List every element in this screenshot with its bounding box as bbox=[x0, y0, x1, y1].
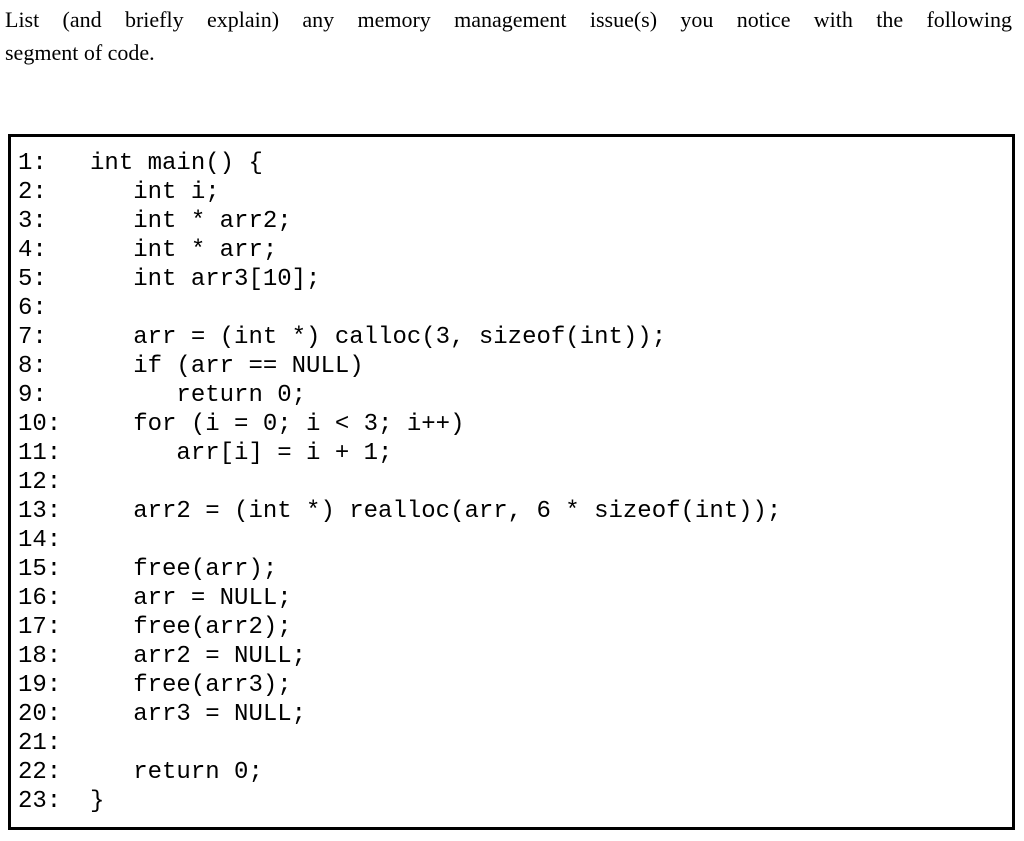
code-line: 18: arr2 = NULL; bbox=[18, 643, 307, 670]
code-line: 15: free(arr); bbox=[18, 556, 278, 583]
question-text: List (and briefly explain) any memory ma… bbox=[5, 3, 1012, 69]
question-text-line1: List (and briefly explain) any memory ma… bbox=[5, 7, 1012, 32]
code-listing: 1: int main() {2: int i;3: int * arr2;4:… bbox=[11, 137, 1012, 816]
code-line: 5: int arr3[10]; bbox=[18, 266, 321, 293]
code-line: 6: bbox=[18, 295, 47, 322]
code-line: 10: for (i = 0; i < 3; i++) bbox=[18, 411, 465, 438]
code-box: 1: int main() {2: int i;3: int * arr2;4:… bbox=[8, 134, 1015, 830]
question-text-line2: segment of code. bbox=[5, 40, 155, 65]
code-line: 2: int i; bbox=[18, 179, 220, 206]
code-line: 21: bbox=[18, 730, 62, 757]
code-line: 17: free(arr2); bbox=[18, 614, 292, 641]
code-line: 12: bbox=[18, 469, 62, 496]
code-line: 7: arr = (int *) calloc(3, sizeof(int)); bbox=[18, 324, 667, 351]
code-line: 14: bbox=[18, 527, 62, 554]
code-line: 22: return 0; bbox=[18, 759, 263, 786]
code-line: 19: free(arr3); bbox=[18, 672, 292, 699]
code-line: 1: int main() { bbox=[18, 150, 263, 177]
code-line: 11: arr[i] = i + 1; bbox=[18, 440, 393, 467]
code-line: 3: int * arr2; bbox=[18, 208, 292, 235]
code-line: 8: if (arr == NULL) bbox=[18, 353, 364, 380]
code-line: 4: int * arr; bbox=[18, 237, 278, 264]
code-line: 20: arr3 = NULL; bbox=[18, 701, 307, 728]
code-line: 13: arr2 = (int *) realloc(arr, 6 * size… bbox=[18, 498, 782, 525]
code-line: 9: return 0; bbox=[18, 382, 307, 409]
code-line: 23: } bbox=[18, 788, 105, 815]
code-line: 16: arr = NULL; bbox=[18, 585, 292, 612]
